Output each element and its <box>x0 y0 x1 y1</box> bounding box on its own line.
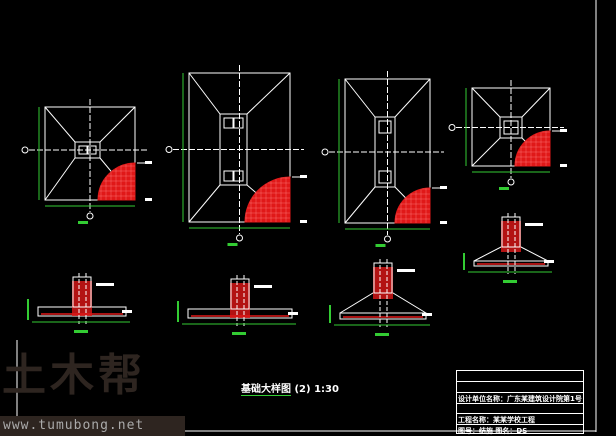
column-outline <box>233 170 244 182</box>
leader-label <box>300 175 307 178</box>
slope-line <box>44 106 76 143</box>
foundation-section-2 <box>177 275 298 335</box>
section-label <box>232 332 246 335</box>
pedestal-section <box>373 267 393 299</box>
rebar-hatch <box>97 162 136 201</box>
axis-bubble <box>384 235 391 243</box>
slope-line <box>471 137 501 167</box>
pedestal-section <box>72 281 92 316</box>
leader-label <box>560 129 567 132</box>
axis-bubble <box>236 234 243 242</box>
slope-line <box>188 72 221 115</box>
footing-section <box>339 312 427 320</box>
rebar-hatch <box>514 130 551 167</box>
pedestal-section <box>230 283 250 318</box>
section-label <box>375 333 389 336</box>
column-outline <box>378 120 392 134</box>
leader-label <box>397 269 415 272</box>
watermark-logo: 土木帮 <box>2 350 146 401</box>
slope-line <box>394 78 431 118</box>
column-section <box>230 278 250 310</box>
plan-label <box>227 243 238 246</box>
section-label <box>74 330 88 333</box>
foundation-section-1 <box>27 273 132 333</box>
leader-label <box>145 198 152 201</box>
slope-line <box>246 72 291 115</box>
plan-label <box>375 244 386 247</box>
column-outline <box>233 117 244 129</box>
drawing-title-main: 基础大样图 <box>241 384 291 396</box>
title-block-drawing-no: 图号：结施 图名：DS <box>458 427 528 435</box>
column-section <box>373 262 393 294</box>
slope-line <box>99 106 136 143</box>
foundation-plan-2 <box>165 65 307 246</box>
column-outline <box>223 170 234 182</box>
axis-bubble <box>86 212 94 220</box>
foundation-plan-3 <box>321 71 447 247</box>
leader-label <box>440 221 447 224</box>
slope-line <box>44 157 76 201</box>
leader-label <box>300 220 307 223</box>
plan-label <box>78 221 88 224</box>
title-block: 设计单位名称：广东某建筑设计院第1号 工程名称：某某学校工程 图号：结施 图名：… <box>456 370 584 435</box>
column-outline <box>223 117 234 129</box>
leader-label <box>525 223 543 226</box>
slope-line <box>344 78 376 118</box>
watermark-url: www.tumubong.net <box>0 416 185 436</box>
column-section <box>501 216 521 248</box>
pedestal-section <box>501 221 521 252</box>
leader-label <box>145 161 152 164</box>
title-block-project: 工程名称：某某学校工程 <box>458 416 535 424</box>
axis-bubble <box>21 146 29 154</box>
leader-label <box>422 313 432 316</box>
foundation-plan-1 <box>21 99 152 224</box>
foundation-section-4 <box>463 213 554 283</box>
leader-label <box>122 310 132 313</box>
drawing-scale: (2) 1:30 <box>294 384 339 395</box>
leader-label <box>288 312 298 315</box>
axis-bubble <box>165 146 173 153</box>
leader-label <box>560 164 567 167</box>
drawing-title: 基础大样图 (2) 1:30 <box>241 380 339 396</box>
foundation-plan-4 <box>448 80 567 190</box>
foundation-section-3 <box>329 259 432 336</box>
slope-line <box>188 184 221 223</box>
title-block-design-unit: 设计单位名称：广东某建筑设计院第1号 <box>458 395 582 403</box>
footing-section <box>473 260 549 267</box>
axis-bubble <box>321 148 329 156</box>
axis-bubble <box>507 178 515 186</box>
section-label <box>503 280 517 283</box>
leader-label <box>254 285 272 288</box>
leader-label <box>440 186 447 189</box>
slope-line <box>521 87 551 118</box>
slope-line <box>344 186 376 224</box>
rebar-hatch <box>394 187 431 224</box>
leader-label <box>544 260 554 263</box>
leader-label <box>96 283 114 286</box>
column-section <box>72 276 92 308</box>
column-outline <box>378 170 392 184</box>
rebar-hatch <box>244 176 291 223</box>
slope-line <box>471 87 501 118</box>
axis-bubble <box>448 124 456 131</box>
plan-label <box>499 187 509 190</box>
